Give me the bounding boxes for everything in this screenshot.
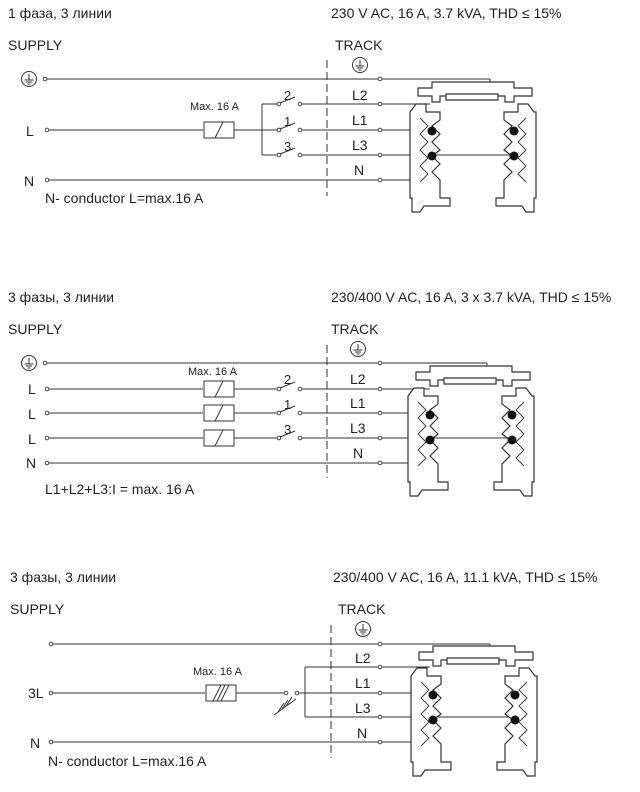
diagram-1: 1 фаза, 3 линии 230 V AC, 16 A, 3.7 kVA,… — [8, 5, 562, 213]
diagram-1-note: N- conductor L=max.16 A — [45, 190, 204, 206]
diagram-3-supply-label: SUPPLY — [10, 601, 65, 617]
diagram-2-supply-label: SUPPLY — [8, 321, 63, 337]
diagram-3-input-3l: 3L — [28, 685, 44, 701]
fuse-icon — [205, 684, 237, 702]
diagram-2-track-label: TRACK — [331, 321, 379, 337]
diagram-2-switch-1: 1 — [284, 397, 291, 412]
switch-icon — [273, 690, 300, 716]
diagram-1-switch-3: 3 — [284, 139, 291, 154]
diagram-3-note: N- conductor L=max.16 A — [48, 753, 207, 769]
track-profile-icon — [409, 81, 537, 213]
diagram-3-fuse-label: Max. 16 A — [193, 666, 243, 678]
diagram-2-track-l3: L3 — [350, 420, 366, 436]
diagram-3-track-label: TRACK — [338, 601, 386, 617]
diagram-2-spec: 230/400 V AC, 16 A, 3 x 3.7 kVA, THD ≤ 1… — [331, 289, 611, 305]
diagram-2-switch-2: 2 — [284, 372, 291, 387]
track-profile-icon — [410, 645, 538, 777]
diagram-3-title: 3 фазы, 3 линии — [10, 569, 116, 585]
diagram-2-track-l2: L2 — [350, 371, 366, 387]
diagram-3-track-l2: L2 — [355, 650, 371, 666]
diagram-2-switch-3: 3 — [284, 422, 291, 437]
diagram-2-track-n: N — [353, 445, 363, 461]
fuse-icon — [203, 404, 235, 422]
diagram-2-note: L1+L2+L3:I = max. 16 A — [45, 481, 195, 497]
switch-icon — [276, 96, 303, 158]
diagram-2: 3 фазы, 3 линии 230/400 V AC, 16 A, 3 x … — [8, 289, 611, 497]
diagram-1-track-label: TRACK — [335, 37, 383, 53]
diagram-1-fuse-label: Max. 16 A — [190, 101, 240, 113]
diagram-2-input-l2: L — [28, 406, 36, 422]
diagram-1-spec: 230 V AC, 16 A, 3.7 kVA, THD ≤ 15% — [331, 5, 562, 21]
diagram-1-input-l: L — [26, 123, 34, 139]
diagram-1-track-l1: L1 — [352, 112, 368, 128]
ground-symbol-icon — [355, 621, 371, 637]
diagram-1-track-l2: L2 — [352, 87, 368, 103]
diagram-1-supply-label: SUPPLY — [8, 37, 63, 53]
diagram-3-input-n: N — [30, 735, 40, 751]
diagram-3-track-n: N — [357, 725, 367, 741]
diagram-3: 3 фазы, 3 линии 230/400 V AC, 16 A, 11.1… — [10, 569, 598, 777]
diagram-2-track-l1: L1 — [350, 395, 366, 411]
ground-symbol-icon — [21, 355, 37, 371]
ground-symbol-icon — [352, 57, 368, 73]
diagram-1-input-n: N — [24, 173, 34, 189]
switch-icon — [276, 381, 303, 441]
fuse-icon — [203, 380, 235, 398]
ground-symbol-icon — [350, 341, 366, 357]
track-profile-icon — [407, 365, 535, 497]
diagram-1-track-n: N — [354, 162, 364, 178]
fuse-icon — [203, 429, 235, 447]
diagram-3-spec: 230/400 V AC, 16 A, 11.1 kVA, THD ≤ 15% — [333, 569, 598, 585]
diagram-1-track-l3: L3 — [352, 137, 368, 153]
diagram-2-input-n: N — [26, 455, 36, 471]
diagram-2-input-l3: L — [28, 431, 36, 447]
diagram-1-title: 1 фаза, 3 линии — [8, 5, 112, 21]
diagram-1-switch-1: 1 — [284, 114, 291, 129]
fuse-icon — [203, 121, 235, 139]
diagram-1-switch-2: 2 — [284, 88, 291, 103]
diagram-2-title: 3 фазы, 3 линии — [8, 289, 114, 305]
diagram-3-track-l3: L3 — [355, 700, 371, 716]
diagram-3-track-l1: L1 — [355, 675, 371, 691]
diagram-2-input-l1: L — [28, 381, 36, 397]
diagram-2-fuse-label: Max. 16 A — [188, 366, 238, 378]
ground-symbol-icon — [21, 71, 37, 87]
